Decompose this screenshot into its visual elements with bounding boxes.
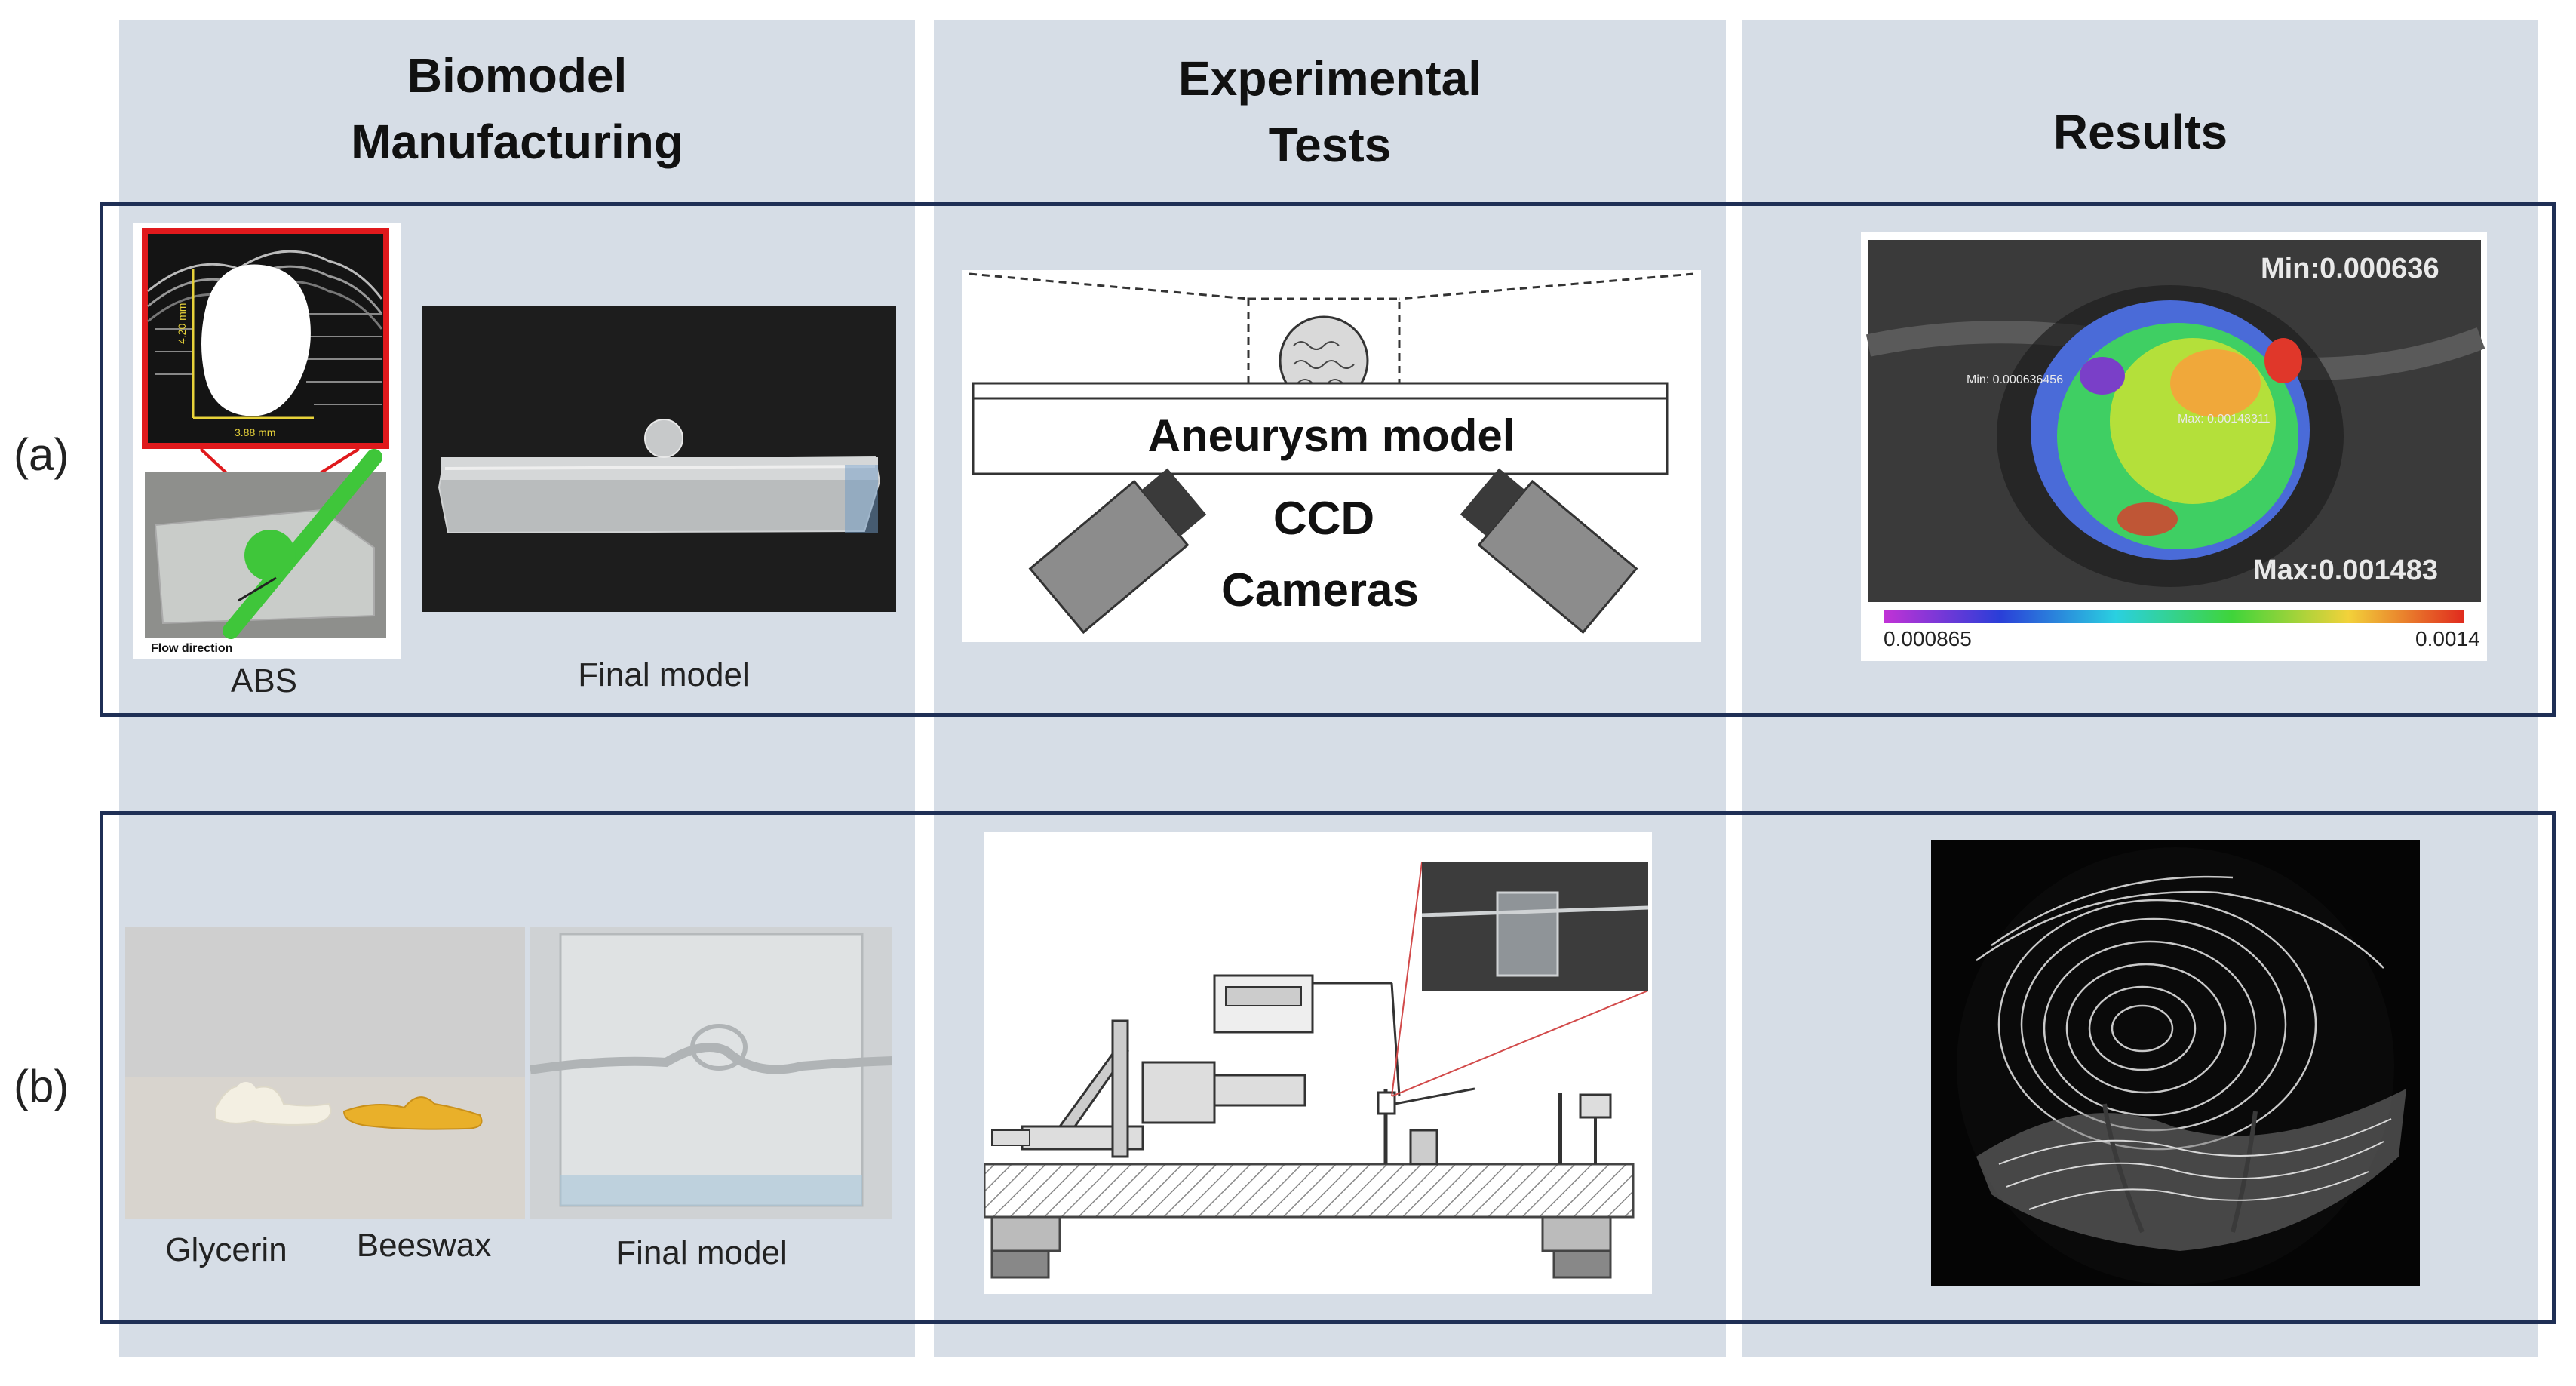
result-max-label: Max:0.001483 bbox=[2253, 555, 2438, 586]
piv-setup-diagram bbox=[984, 832, 1652, 1294]
strain-result-map: Min:0.000636 Max:0.001483 Min: 0.0006364… bbox=[1861, 232, 2487, 661]
beeswax-caption: Beeswax bbox=[356, 1227, 492, 1264]
aneurysm-setup-diagram: Aneurysm model CCD Cameras bbox=[962, 270, 1701, 642]
result-inner-max: Max: 0.00148311 bbox=[2178, 413, 2271, 426]
inlet-streak-region bbox=[1976, 1089, 2406, 1251]
row-label-b: (b) bbox=[14, 1061, 69, 1111]
cameras-label: Cameras bbox=[1221, 564, 1419, 616]
color-scale-bar bbox=[1884, 610, 2464, 623]
scale-high-label: 0.0014 bbox=[2415, 627, 2480, 650]
result-min-label: Min:0.000636 bbox=[2261, 253, 2439, 284]
ccd-camera-right bbox=[1460, 468, 1638, 635]
row-a-frame bbox=[100, 202, 2556, 717]
final-model-b-photo bbox=[530, 927, 892, 1219]
lumen-shape bbox=[201, 264, 311, 416]
final-model-b-channel bbox=[530, 1043, 892, 1074]
row-b-frame bbox=[100, 811, 2556, 1324]
high-speed-camera bbox=[1141, 1061, 1216, 1124]
column-title-tests: Experimental Tests bbox=[1178, 51, 1481, 172]
glycerin-caption: Glycerin bbox=[165, 1231, 287, 1268]
glycerin-beeswax-photo bbox=[125, 927, 525, 1219]
objective-lens bbox=[1213, 1074, 1306, 1107]
flow-direction-label: Flow direction bbox=[151, 642, 232, 655]
light-source bbox=[1579, 1093, 1612, 1119]
column-title-biomodel: Biomodel Manufacturing bbox=[351, 48, 683, 169]
beeswax-model bbox=[342, 1096, 483, 1130]
final-model-a-photo bbox=[422, 306, 896, 612]
row-label-a: (a) bbox=[14, 429, 69, 480]
scale-low-label: 0.000865 bbox=[1884, 627, 1972, 650]
ccd-label: CCD bbox=[1273, 493, 1374, 545]
abs-aneurysm bbox=[244, 530, 296, 581]
abs-vessel bbox=[223, 449, 382, 639]
final-model-a-caption: Final model bbox=[578, 656, 750, 693]
streakline-result bbox=[1931, 840, 2420, 1286]
abs-illustration: 4.20 mm 3.88 mm Flow direction bbox=[142, 228, 389, 655]
aneurysm-model-label: Aneurysm model bbox=[1148, 410, 1515, 461]
result-inner-min: Min: 0.000636456 bbox=[1967, 373, 2063, 386]
model-slab bbox=[972, 397, 1669, 475]
final-model-bulge bbox=[644, 419, 683, 458]
abs-caption: ABS bbox=[230, 662, 298, 699]
column-title-results: Results bbox=[2053, 105, 2228, 159]
abs-panel: 4.20 mm 3.88 mm Flow direction bbox=[133, 223, 401, 659]
dim-horizontal: 3.88 mm bbox=[235, 426, 275, 438]
optical-table bbox=[984, 1163, 1635, 1219]
dim-vertical: 4.20 mm bbox=[176, 303, 188, 344]
ccd-camera-left bbox=[1028, 468, 1207, 635]
final-model-b-caption: Final model bbox=[616, 1234, 788, 1271]
